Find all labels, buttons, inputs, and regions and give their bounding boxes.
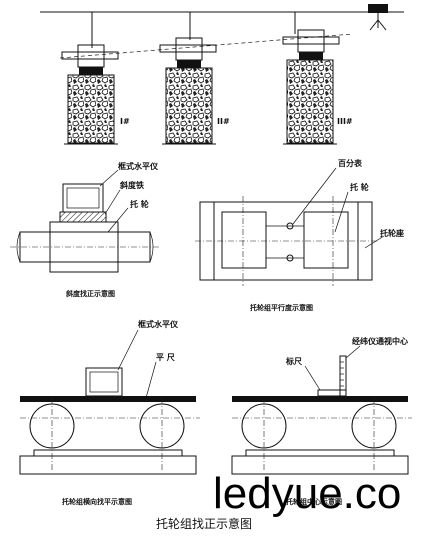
page-title: 托轮组找正示意图 xyxy=(156,516,252,531)
label-roller-base: 托轮座 xyxy=(380,228,404,238)
slope-iron xyxy=(59,211,107,223)
parallelism-figure: 百分表 托 轮 托轮座 托轮组平行度示意图 xyxy=(195,158,404,312)
dial-indicator-2 xyxy=(286,254,294,262)
support-label-1: I# xyxy=(120,117,130,126)
caption-horizontal: 托轮组横向找平示意图 xyxy=(62,497,132,506)
support-2 xyxy=(159,37,217,145)
label-frame-level-1: 框式水平仪 xyxy=(118,161,159,171)
frame-level xyxy=(62,183,104,213)
caption-parallel: 托轮组平行度示意图 xyxy=(250,303,313,312)
ruler-bar-2 xyxy=(232,396,408,402)
support-label-2: II# xyxy=(217,117,230,126)
slope-alignment-figure: 框式水平仪 斜度铁 托 轮 斜度找正示意图 xyxy=(10,161,160,298)
dial-indicator-1 xyxy=(286,222,294,230)
watermark-text: ledyue.co xyxy=(213,469,401,518)
frame-level-2 xyxy=(85,367,123,397)
horizontal-leveling-figure: 框式水平仪 平 尺 托轮组横向找平示意图 xyxy=(19,319,200,506)
base-frame-1 xyxy=(19,455,197,475)
label-frame-level-2: 框式水平仪 xyxy=(138,319,179,329)
label-staff: 标尺 xyxy=(285,356,302,366)
label-slope-iron: 斜度铁 xyxy=(119,180,144,190)
theodolite-icon xyxy=(368,4,388,31)
support-3 xyxy=(282,29,340,145)
roller-left xyxy=(221,211,267,269)
straight-ruler xyxy=(20,396,196,402)
top-supports-view: I# II# III# xyxy=(40,4,404,145)
label-dial-gauge: 百分表 xyxy=(338,158,363,168)
label-roller-2: 托 轮 xyxy=(350,182,369,192)
label-roller-1: 托 轮 xyxy=(130,199,149,209)
support-label-3: III# xyxy=(337,117,353,126)
caption-slope: 斜度找正示意图 xyxy=(65,289,115,298)
label-theodolite-center: 经纬仪通视中心 xyxy=(352,336,408,346)
label-straight-ruler: 平 尺 xyxy=(156,353,175,362)
caption-center: 托轮组中心示意图 xyxy=(286,497,342,506)
support-1 xyxy=(61,44,119,145)
center-alignment-figure: 标尺 经纬仪通视中心 托轮组中心示意图 xyxy=(231,336,412,506)
roller-right xyxy=(303,211,349,269)
